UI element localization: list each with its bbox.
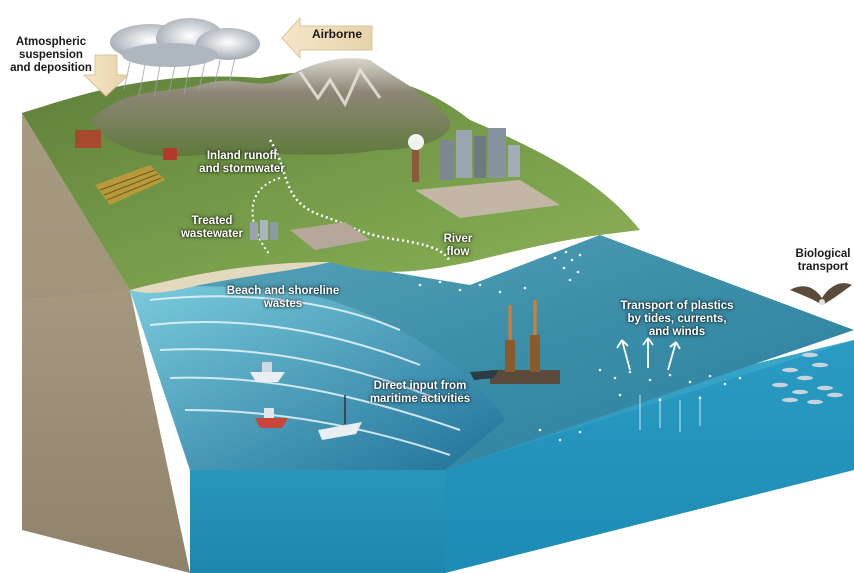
fish-school [772, 352, 843, 405]
city [408, 128, 560, 218]
airborne-label: Airborne [312, 27, 363, 41]
trawler [318, 395, 362, 440]
beach [130, 262, 330, 293]
rain [123, 57, 236, 97]
transport-label: Transport of plastics by tides, currents… [620, 300, 734, 338]
cloud [110, 18, 260, 67]
farmhouse [75, 130, 101, 148]
fishing-boat-1 [250, 362, 285, 382]
shallow-waves [130, 286, 505, 470]
fishing-boat-2 [255, 408, 288, 428]
atmospheric-label: Atmospheric suspension and deposition [10, 36, 92, 74]
airborne-arrow [281, 16, 373, 60]
oil-rig [490, 300, 560, 384]
wastewater-plant [250, 220, 370, 250]
treated-wastewater-label: Treated wastewater [180, 215, 243, 240]
inland-runoff-label: Inland runoff and stormwater [199, 150, 285, 175]
mountain-range [90, 58, 451, 157]
osprey [790, 283, 852, 305]
atmospheric-arrow [82, 54, 130, 97]
small-boat [470, 370, 498, 380]
beach-label: Beach and shoreline wastes [226, 285, 340, 310]
river-flow-label: River flow [443, 233, 473, 258]
biological-label: Biological transport [795, 248, 851, 273]
direct-input-label: Direct input from maritime activities [369, 380, 471, 405]
